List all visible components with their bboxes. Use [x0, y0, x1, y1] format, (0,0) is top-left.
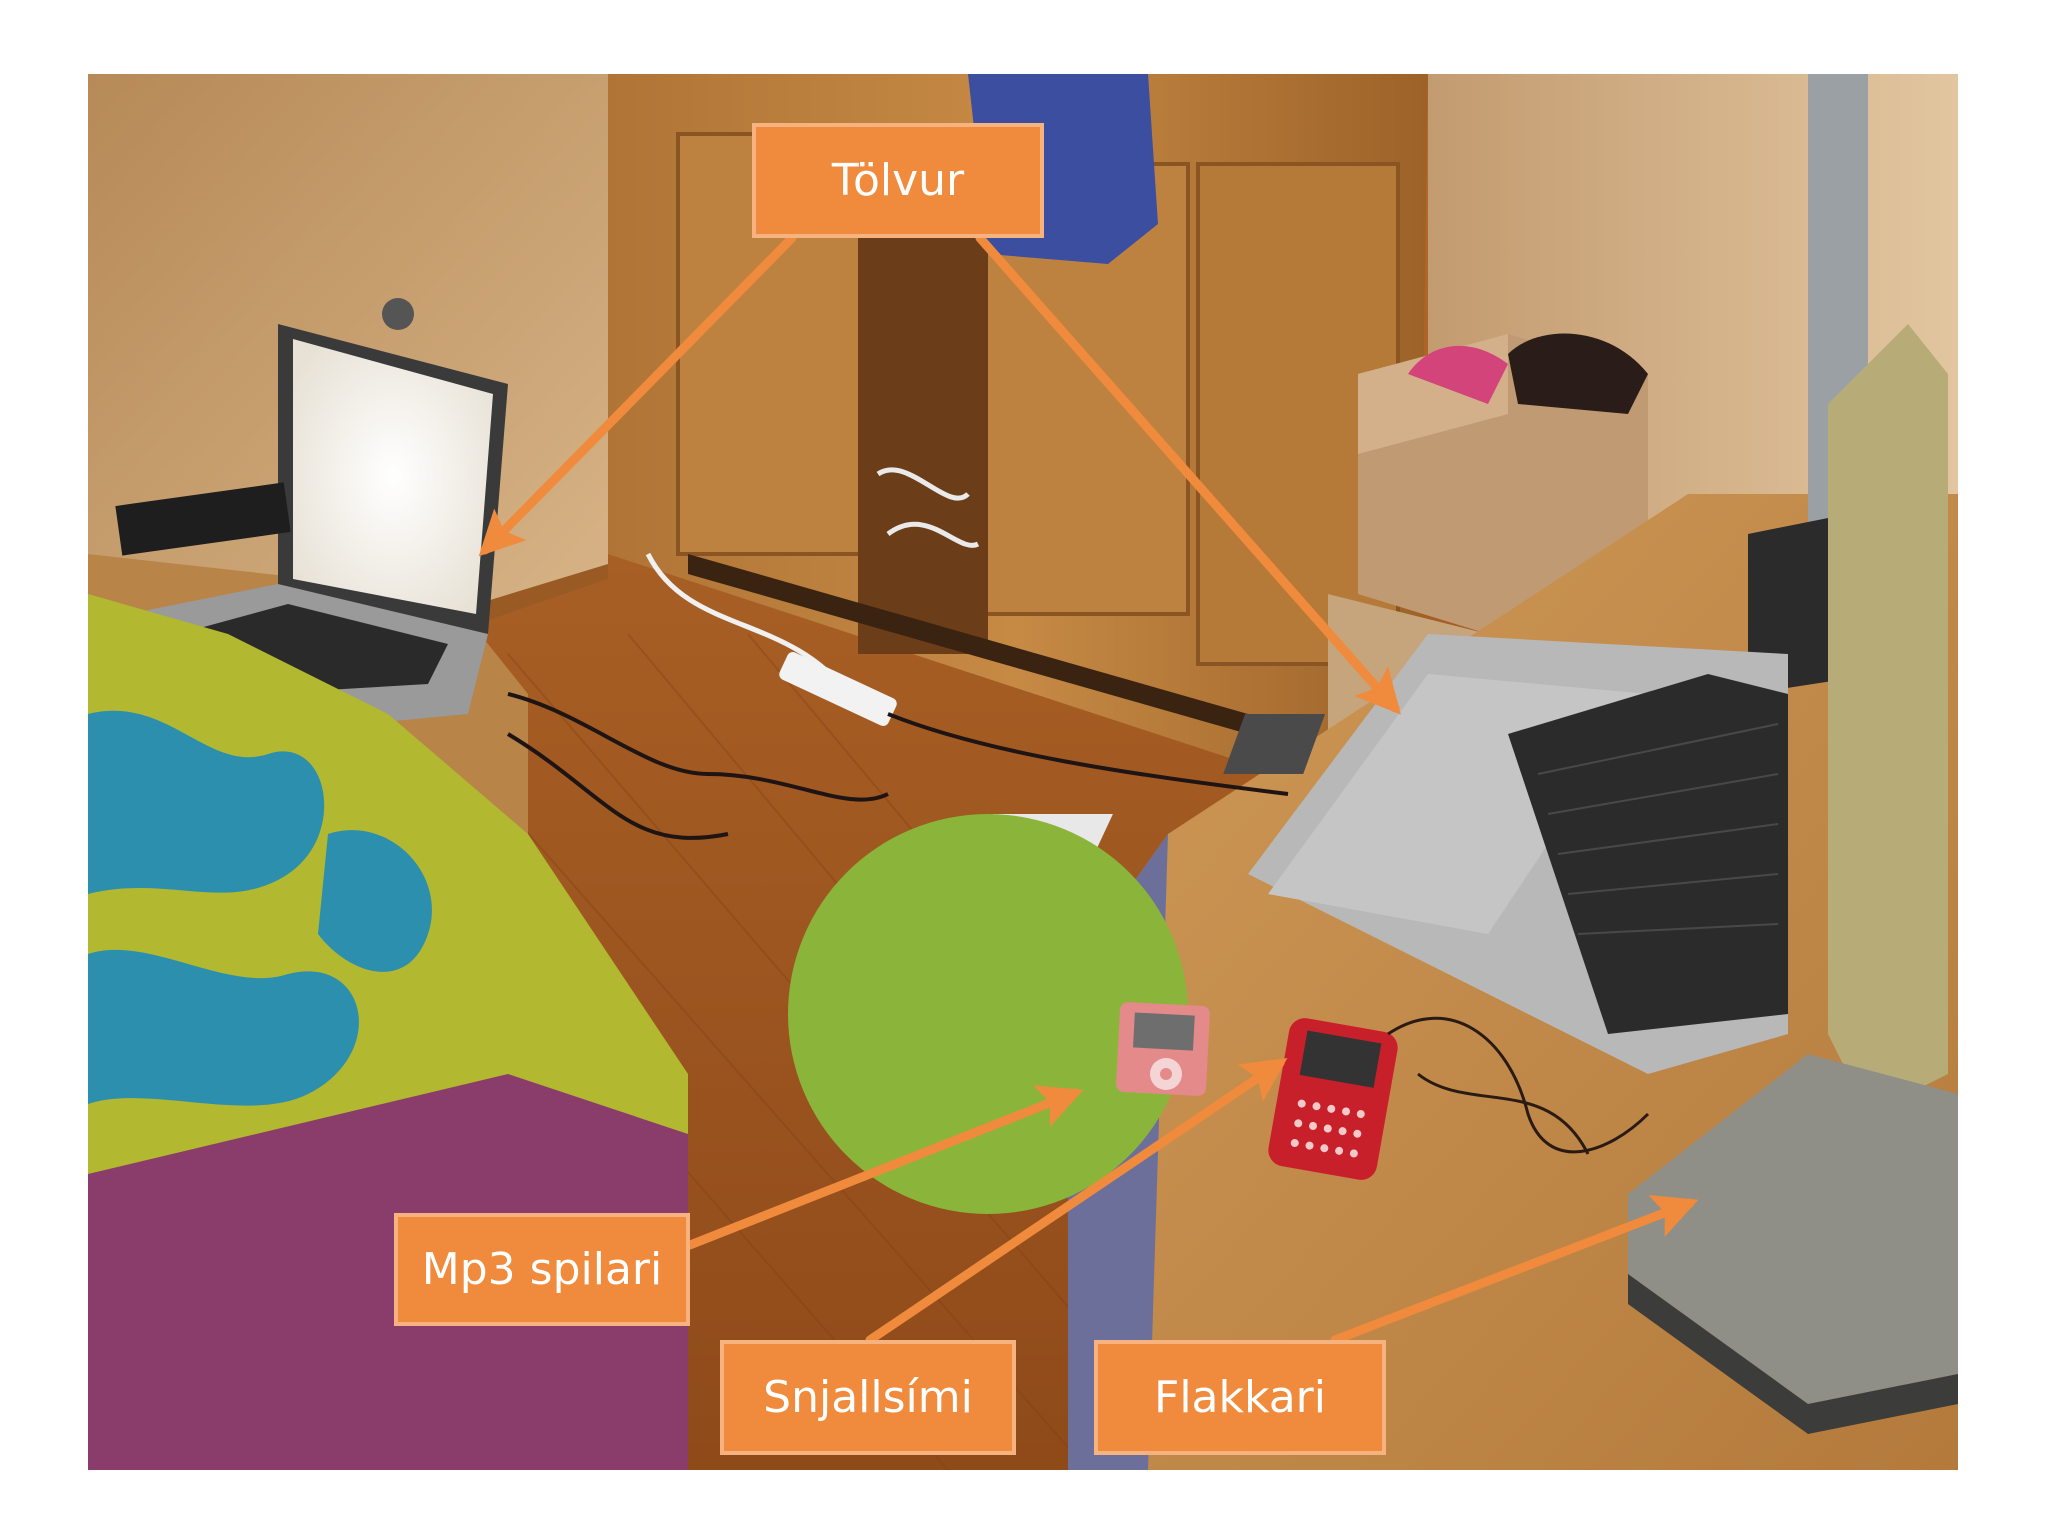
bedroom-photo: [88, 74, 1958, 1470]
label-smartphone: Snjallsími: [720, 1340, 1016, 1455]
label-mp3-player-text: Mp3 spilari: [421, 1244, 663, 1295]
label-mp3-player: Mp3 spilari: [394, 1213, 690, 1326]
label-flash-drive: Flakkari: [1094, 1340, 1386, 1455]
label-computers: Tölvur: [752, 123, 1044, 238]
label-computers-text: Tölvur: [831, 155, 965, 206]
label-flash-drive-text: Flakkari: [1154, 1372, 1326, 1423]
label-smartphone-text: Snjallsími: [763, 1372, 973, 1423]
